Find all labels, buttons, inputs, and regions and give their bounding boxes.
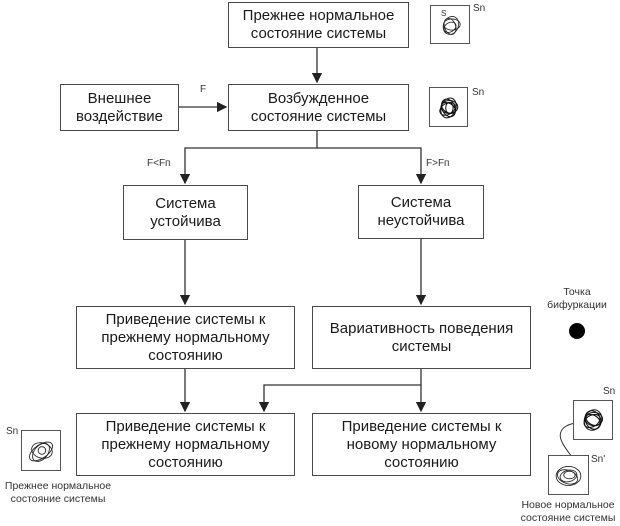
thumb-label-sn-1: Sn [473,3,486,14]
thumb-label-s: S [441,9,447,18]
attractor-thumb-sn-prime [548,455,589,495]
arrow-variability-to-return [258,369,422,413]
node-behavior-variability: Вариативность поведения системы [312,306,531,369]
scribble-icon [583,409,604,431]
bifurcation-caption: Точка бифуркации [547,286,607,311]
node-system-stable: Система устойчива [123,185,248,240]
attractor-thumb-sn [573,400,613,440]
scribble-icon [29,441,53,462]
node-system-unstable: Система неустойчива [358,185,484,239]
new-normal-caption: Новое нормальное состояние системы [520,499,616,524]
branch-line-right [317,147,427,185]
node-new-normal-state: Приведение системы к новому нормальному … [312,413,531,476]
edge-label-greater: F>Fп [426,158,450,169]
node-external-influence: Внешнее воздействие [60,84,179,131]
thumb-label-sn-2: Sn [472,87,485,98]
scribble-icon [442,16,461,35]
branch-line [179,131,318,185]
attractor-thumb-excited [429,87,468,127]
thumb-label-sn-prime: Sn' [591,454,606,465]
edge-label-less: F<Fп [147,158,171,169]
scribble-icon [439,97,459,119]
attractor-thumb-prev [430,5,470,44]
thumb-label-sn-3: Sn [6,426,19,437]
node-prev-state: Прежнее нормальное состояние системы [228,2,409,48]
scribble-icon [555,466,582,486]
node-return-previous: Приведение системы к прежнему нормальном… [76,306,295,369]
node-excited-state: Возбужденное состояние системы [228,84,409,131]
attractor-thumb-prev-final [21,430,61,471]
edge-label-force: F [200,84,207,95]
prev-normal-caption: Прежнее нормальное состояние системы [4,480,112,505]
bifurcation-point [569,323,585,339]
node-return-previous-final: Приведение системы к прежнему нормальном… [76,413,295,476]
thumb-label-sn-4: Sn [603,386,616,397]
